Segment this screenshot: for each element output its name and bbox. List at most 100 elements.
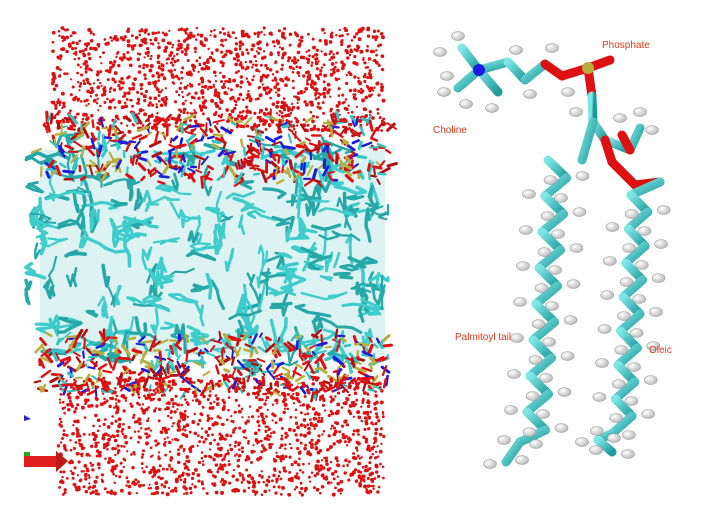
water-molecule <box>354 386 357 390</box>
water-molecule <box>105 389 109 393</box>
water-molecule <box>318 381 323 385</box>
water-molecule <box>96 97 99 101</box>
water-molecule <box>378 43 383 47</box>
water-molecule <box>182 107 187 112</box>
water-molecule <box>186 58 190 63</box>
water-molecule <box>120 77 124 81</box>
water-molecule <box>303 446 307 451</box>
water-molecule <box>233 99 237 103</box>
water-molecule <box>188 486 193 491</box>
water-molecule <box>110 39 114 42</box>
headgroup-stick <box>233 347 240 357</box>
headgroup-stick <box>125 173 134 180</box>
headgroup-stick <box>355 117 359 126</box>
water-molecule <box>368 472 373 477</box>
headgroup-stick <box>69 380 78 389</box>
water-molecule <box>171 402 175 406</box>
lipid-tail-stick <box>190 283 213 293</box>
headgroup-stick <box>202 370 211 377</box>
headgroup-stick <box>50 349 65 354</box>
headgroup-stick <box>369 356 377 365</box>
lipid-tail-stick <box>147 256 164 287</box>
water-molecule <box>123 458 127 462</box>
water-molecule <box>364 464 368 469</box>
water-molecule <box>339 487 344 492</box>
water-molecule <box>310 445 314 449</box>
water-molecule <box>82 62 86 66</box>
water-molecule <box>52 80 56 83</box>
headgroup-stick <box>287 133 293 144</box>
water-molecule <box>78 84 82 88</box>
water-molecule <box>298 490 302 495</box>
water-molecule <box>144 427 148 431</box>
water-molecule <box>312 486 316 490</box>
water-molecule <box>72 387 76 391</box>
water-molecule <box>371 116 375 120</box>
water-molecule <box>229 88 233 92</box>
water-molecule <box>214 101 218 106</box>
water-molecule <box>311 55 315 59</box>
water-molecule <box>72 97 77 102</box>
water-molecule <box>321 466 326 470</box>
headgroup-stick <box>167 370 176 375</box>
water-molecule <box>380 67 385 72</box>
headgroup-stick <box>361 353 370 358</box>
water-molecule <box>224 79 228 83</box>
water-molecule <box>168 41 172 46</box>
water-molecule <box>330 68 333 71</box>
water-molecule <box>114 447 118 451</box>
water-molecule <box>320 50 323 53</box>
water-molecule <box>121 394 126 398</box>
headgroup-stick <box>72 339 78 349</box>
water-molecule <box>171 46 174 49</box>
water-molecule <box>249 111 252 115</box>
lipid-tail-stick <box>152 237 181 246</box>
headgroup-stick <box>179 387 191 391</box>
water-molecule <box>281 31 285 36</box>
water-molecule <box>80 405 85 410</box>
water-molecule <box>335 463 340 467</box>
headgroup-stick <box>223 380 231 391</box>
headgroup-stick <box>223 368 231 373</box>
water-molecule <box>183 462 187 466</box>
water-molecule <box>366 75 370 80</box>
water-molecule <box>351 403 356 408</box>
water-molecule <box>311 378 315 381</box>
hydrogen-atom <box>589 445 603 455</box>
water-molecule <box>174 489 178 493</box>
water-molecule <box>102 443 107 447</box>
headgroup-stick <box>232 367 237 376</box>
hydrogen-atom <box>542 337 556 347</box>
water-molecule <box>61 475 64 479</box>
water-molecule <box>268 445 273 450</box>
water-molecule <box>277 390 280 394</box>
water-molecule <box>200 435 204 439</box>
headgroup-stick <box>161 366 168 377</box>
headgroup-stick <box>47 159 55 169</box>
water-molecule <box>131 86 136 91</box>
headgroup-stick <box>270 359 275 369</box>
water-molecule <box>290 462 294 467</box>
water-molecule <box>218 416 222 420</box>
water-molecule <box>284 469 287 473</box>
water-molecule <box>191 420 196 424</box>
headgroup-stick <box>366 343 374 357</box>
water-molecule <box>347 122 352 127</box>
water-molecule <box>150 103 155 107</box>
headgroup-stick <box>326 119 331 129</box>
water-molecule <box>61 437 64 440</box>
headgroup-stick <box>292 172 301 182</box>
water-molecule <box>349 48 353 52</box>
water-molecule <box>309 83 313 87</box>
hydrogen-atom <box>572 207 587 217</box>
headgroup-stick <box>212 119 225 124</box>
hydrogen-atom <box>607 433 621 443</box>
water-molecule <box>291 105 296 110</box>
headgroup-stick <box>343 343 352 348</box>
water-molecule <box>102 118 106 122</box>
headgroup-stick <box>361 350 373 358</box>
headgroup-stick <box>384 374 389 387</box>
water-molecule <box>183 409 187 413</box>
bond <box>617 130 635 155</box>
water-molecule <box>319 491 322 495</box>
